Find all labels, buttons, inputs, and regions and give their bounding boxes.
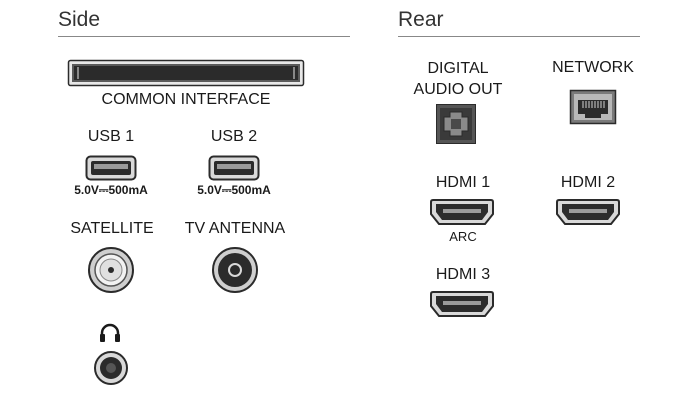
hdmi3-label: HDMI 3: [435, 266, 491, 283]
hdmi1-port-icon: [430, 199, 494, 225]
rear-section-title: Rear: [398, 8, 444, 31]
usb1-label: USB 1: [87, 128, 135, 145]
hdmi1-label: HDMI 1: [435, 174, 491, 191]
side-section-title: Side: [58, 8, 101, 31]
digital-audio-out-label: DIGITAL AUDIO OUT: [398, 58, 518, 100]
tv-antenna-label: TV ANTENNA: [184, 220, 286, 237]
hdmi2-label: HDMI 2: [560, 174, 616, 191]
hdmi3-port-icon: [430, 291, 494, 317]
side-title-rule: [58, 36, 350, 37]
hdmi1-arc-label: ARC: [449, 229, 477, 244]
usb2-label: USB 2: [210, 128, 258, 145]
common-interface-label: COMMON INTERFACE: [101, 91, 271, 108]
digital-audio-out-line-1: DIGITAL: [427, 60, 489, 77]
common-interface-slot-icon: [67, 59, 305, 87]
network-label: NETWORK: [552, 59, 634, 76]
usb1-rating: 5.0V⎓500mA: [74, 183, 148, 197]
satellite-label: SATELLITE: [70, 220, 154, 237]
usb2-port-icon: [208, 155, 260, 181]
hdmi2-port-icon: [556, 199, 620, 225]
headphone-icon: [100, 323, 120, 342]
digital-audio-out-line-2: AUDIO OUT: [413, 81, 503, 98]
usb2-rating: 5.0V⎓500mA: [197, 183, 271, 197]
rear-title-rule: [398, 36, 640, 37]
optical-audio-port-icon: [436, 104, 476, 144]
headphone-jack-icon: [94, 351, 128, 385]
satellite-connector-icon: [88, 247, 134, 293]
usb1-port-icon: [85, 155, 137, 181]
ethernet-port-icon: [569, 89, 617, 125]
tv-antenna-connector-icon: [212, 247, 258, 293]
